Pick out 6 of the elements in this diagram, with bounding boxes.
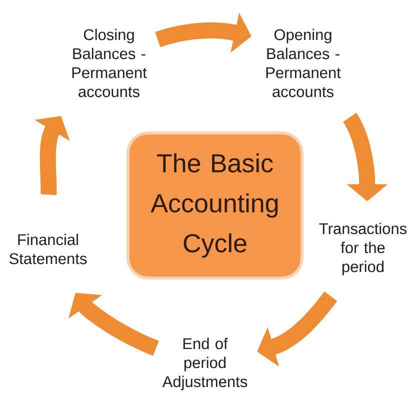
- stage-label: Financial Statements: [10, 234, 87, 264]
- title-box: The Basic Accounting Cycle: [126, 132, 304, 280]
- stage-label: Opening Balances - Permanent accounts: [266, 28, 341, 98]
- stage-label: Transactions for the period: [319, 222, 406, 276]
- stage-label: Closing Balances - Permanent accounts: [72, 28, 147, 98]
- stage-label: End of period Adjustments: [162, 338, 248, 390]
